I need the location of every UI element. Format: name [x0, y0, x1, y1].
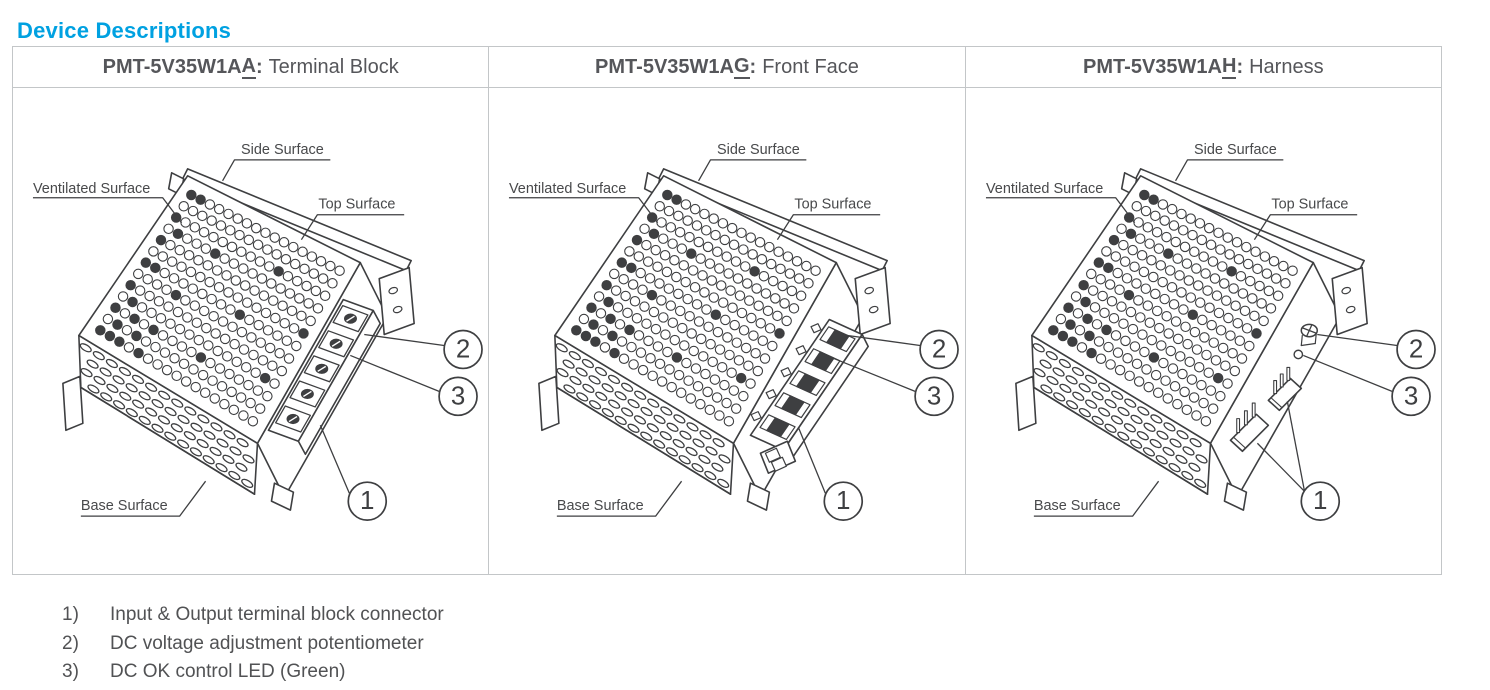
callout-3: 3 — [350, 354, 478, 417]
svg-text:3: 3 — [927, 382, 941, 410]
svg-text:Ventilated Surface: Ventilated Surface — [509, 181, 626, 197]
ventilation-slots — [79, 343, 255, 489]
legend-item-3: 3) DC OK control LED (Green) — [62, 658, 444, 687]
svg-text:1: 1 — [836, 487, 850, 515]
svg-text:Side Surface: Side Surface — [1194, 142, 1277, 158]
svg-text:Base Surface: Base Surface — [1034, 498, 1121, 514]
perforation-holes — [95, 189, 345, 427]
ventilated-top-face — [1030, 175, 1314, 445]
svg-text:Top Surface: Top Surface — [318, 197, 395, 213]
ventilated-top-face — [554, 175, 838, 445]
svg-text:1: 1 — [1313, 487, 1327, 515]
callout-3: 3 — [1302, 354, 1431, 417]
legend-text: DC OK control LED (Green) — [110, 661, 346, 683]
ventilation-slots — [1032, 343, 1208, 489]
label-top-surface: Top Surface — [777, 197, 881, 241]
svg-text:Top Surface: Top Surface — [795, 197, 872, 213]
model-suffix: A — [241, 54, 256, 79]
potentiometer — [1300, 323, 1318, 347]
terminal-block-connector — [267, 298, 382, 456]
mounting-bracket — [1331, 266, 1368, 336]
model-suffix: G — [733, 54, 750, 79]
svg-text:3: 3 — [1404, 382, 1418, 410]
callout-3: 3 — [826, 354, 955, 417]
legend-number: 1) — [62, 604, 79, 625]
model-suffix: H — [1221, 54, 1237, 79]
model-number: PMT-5V35W1A — [102, 55, 242, 78]
svg-text:1: 1 — [360, 487, 374, 515]
svg-text:Side Surface: Side Surface — [241, 142, 324, 158]
mounting-bracket — [378, 266, 415, 336]
perforation-holes — [1047, 189, 1298, 427]
perforation-holes — [571, 189, 822, 427]
label-side-surface: Side Surface — [698, 142, 807, 182]
model-number: PMT-5V35W1A — [595, 55, 734, 78]
callout-2: 2 — [840, 329, 960, 370]
variant-name: Terminal Block — [268, 55, 399, 78]
svg-text:2: 2 — [456, 335, 470, 363]
legend-item-1: 1) Input & Output terminal block connect… — [62, 601, 444, 630]
callout-2: 2 — [364, 329, 483, 370]
label-ventilated-surface: Ventilated Surface — [509, 181, 659, 224]
mounting-bracket — [854, 266, 892, 336]
callout-1: 1 — [319, 425, 388, 521]
legend-number: 2) — [62, 632, 79, 654]
svg-text:Ventilated Surface: Ventilated Surface — [33, 181, 150, 197]
front-face-connector — [749, 318, 870, 475]
svg-text:Base Surface: Base Surface — [81, 498, 168, 514]
dc-ok-led — [1293, 349, 1303, 360]
svg-text:2: 2 — [932, 335, 946, 363]
model-colon: : — [1236, 55, 1244, 78]
ventilation-slots — [556, 343, 731, 489]
page-title: Device Descriptions — [17, 17, 232, 43]
model-colon: : — [256, 55, 263, 78]
variant-name: Harness — [1249, 55, 1324, 78]
svg-text:3: 3 — [451, 382, 465, 410]
label-ventilated-surface: Ventilated Surface — [986, 181, 1135, 224]
model-number: PMT-5V35W1A — [1083, 55, 1222, 78]
callout-2: 2 — [1316, 329, 1436, 370]
label-top-surface: Top Surface — [300, 197, 405, 241]
svg-text:Top Surface: Top Surface — [1271, 197, 1348, 213]
label-side-surface: Side Surface — [1174, 142, 1283, 182]
svg-text:Side Surface: Side Surface — [717, 142, 800, 158]
legend-number: 3) — [62, 661, 79, 683]
model-colon: : — [749, 55, 757, 78]
label-top-surface: Top Surface — [1253, 197, 1357, 241]
legend-item-2: 2) DC voltage adjustment potentiometer — [62, 630, 444, 659]
harness-connectors — [1229, 366, 1302, 453]
variant-name: Front Face — [762, 55, 859, 78]
label-base-surface: Base Surface — [80, 480, 207, 517]
label-base-surface: Base Surface — [1034, 480, 1159, 517]
callout-1: 1 — [1256, 401, 1340, 521]
legend-text: Input & Output terminal block connector — [110, 604, 444, 625]
label-base-surface: Base Surface — [557, 480, 683, 517]
label-side-surface: Side Surface — [221, 142, 331, 182]
label-ventilated-surface: Ventilated Surface — [32, 181, 183, 224]
ventilated-top-face — [78, 175, 362, 445]
callout-1: 1 — [798, 427, 864, 521]
svg-text:2: 2 — [1408, 335, 1422, 363]
svg-text:Base Surface: Base Surface — [557, 498, 644, 514]
legend-text: DC voltage adjustment potentiometer — [110, 632, 424, 654]
callout-legend: 1) Input & Output terminal block connect… — [62, 601, 444, 687]
svg-text:Ventilated Surface: Ventilated Surface — [986, 181, 1103, 197]
